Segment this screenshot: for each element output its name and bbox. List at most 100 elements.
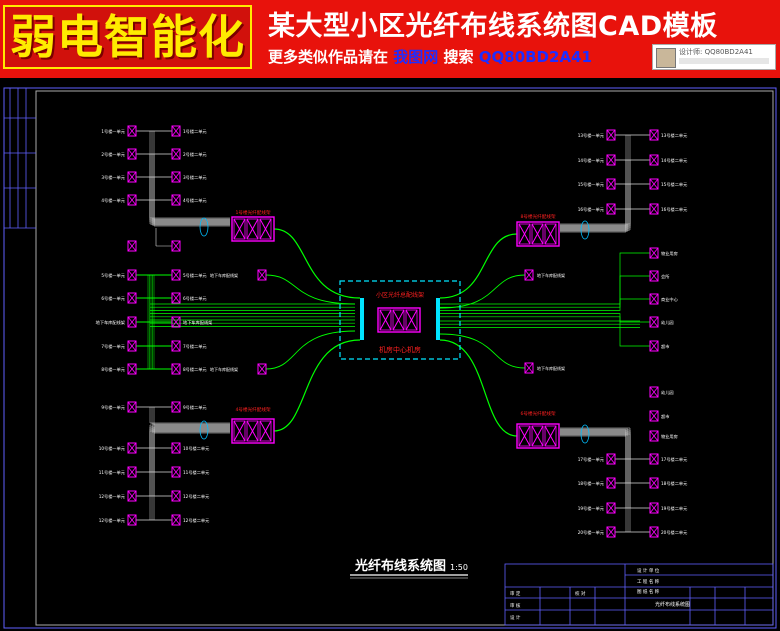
right-t-label-right-2: 15号楼二单元 <box>661 181 687 188</box>
inner-frame <box>35 90 774 626</box>
right-t-frame-cross-1 <box>531 223 544 245</box>
designer-card[interactable]: 设计师: QQ80BD2A41 <box>652 44 776 70</box>
right-mid-feeder-bot <box>524 362 534 374</box>
right-mid-feeder-top-line <box>439 274 526 309</box>
right-t-panel-0 <box>606 129 616 141</box>
left-m-label-right-0: 5号楼二单元 <box>183 272 207 279</box>
right-mid-feeder-top <box>524 269 534 281</box>
drawing-scale: 1:50 <box>450 563 468 572</box>
left-l-panel-1 <box>127 442 137 454</box>
left-l-panel-right-1-cross <box>171 442 181 454</box>
left-mid-feeder-panel-bot-cross <box>257 363 267 375</box>
left-l-uplink <box>273 339 361 432</box>
left-a-panel-0 <box>127 125 137 137</box>
left-m-label-2: 地下车库配线架 <box>96 319 125 326</box>
left-l-label-right-3: 12号楼二单元 <box>183 493 209 500</box>
right-t-panel-right-3 <box>649 203 659 215</box>
right-m-panel-3 <box>649 316 659 328</box>
right-l-label-2: 19号楼一单元 <box>578 505 604 512</box>
right-m-link-0 <box>440 252 650 305</box>
left-m-panel-right-2-cross <box>171 316 181 328</box>
left-m-label-right-2: 地下车库配线架 <box>183 319 212 326</box>
subtitle-site-link[interactable]: 我图网 <box>393 48 439 66</box>
designer-avatar <box>656 48 676 68</box>
left-mid-feeder-bot <box>265 330 356 370</box>
outer-frame <box>3 87 777 629</box>
right-t-frame-label: 8号楼光纤配线架 <box>520 213 555 220</box>
right-t-panel-right-0 <box>649 129 659 141</box>
right-mid-feeder-top-label: 地下车库配线架 <box>537 272 565 278</box>
left-m-label-right-4: 8号楼二单元 <box>183 366 207 373</box>
right-t-panel-right-1-cross <box>649 154 659 166</box>
binding-strip <box>4 88 36 229</box>
right-l-label-right-2: 19号楼二单元 <box>661 505 687 512</box>
right-l-frame-cross-0 <box>518 425 531 447</box>
left-m-panel-0 <box>127 269 137 281</box>
left-a-label-3: 4号楼一单元 <box>101 197 125 204</box>
right-m-label-3: 幼儿园 <box>661 319 674 326</box>
right-mid-feeder-top-cross <box>524 269 534 281</box>
right-l-panel-right-3-cross <box>649 526 659 538</box>
right-t-label-3: 16号楼一单元 <box>578 206 604 213</box>
left-a-panel-2-cross <box>127 171 137 183</box>
right-t-bundle-2-0 <box>560 184 631 229</box>
left-l-bundle-1-0 <box>149 424 230 448</box>
left-a-panel-3 <box>127 194 137 206</box>
left-a-frame-bay-2 <box>259 218 272 240</box>
left-l-panel-right-3-cross <box>171 490 181 502</box>
left-mid-feeder-bot-label: 地下车库配线架 <box>210 366 238 372</box>
left-m-label-4: 8号楼一单元 <box>101 366 125 373</box>
right-m-panel-2-cross <box>649 293 659 305</box>
right-t-bundle-1-1 <box>560 160 629 228</box>
left-l-frame-bay-0 <box>233 420 246 442</box>
left-a-uplink <box>273 228 361 299</box>
right-m-label-0: 物业用房 <box>661 250 678 257</box>
left-m-panel-right-2 <box>171 316 181 328</box>
right-l-panel-1 <box>606 477 616 489</box>
right-l-bundle-0-0 <box>560 427 631 459</box>
left-a-label-right-3: 4号楼二单元 <box>183 197 207 204</box>
center-top-label: 小区光纤总配线架 <box>376 291 424 299</box>
banner-subtitle: 更多类似作品请在 我图网 搜索 QQ80BD2A41 <box>268 46 592 67</box>
left-a-bundle-3-2 <box>153 200 230 227</box>
right-l-bundle-3-2 <box>560 435 627 532</box>
right-t-label-right-3: 16号楼二单元 <box>661 206 687 213</box>
left-l-bundle-0-0 <box>149 407 230 424</box>
right-mid-feeder-bot-cross <box>524 362 534 374</box>
left-m-panel-0-cross <box>127 269 137 281</box>
right-t-label-right-1: 14号楼二单元 <box>661 157 687 164</box>
right-m-panel-4-cross <box>649 340 659 352</box>
left-l-panel-right-0-cross <box>171 401 181 413</box>
title-block-label-2: 审 核 <box>510 602 521 609</box>
right-l-frame-bay-2 <box>544 425 557 447</box>
right-l-extra-3 <box>649 430 659 442</box>
left-l-frame-bay-2 <box>259 420 272 442</box>
header-banner: 弱电智能化 某大型小区光纤布线系统图CAD模板 更多类似作品请在 我图网 搜索 … <box>0 0 780 78</box>
left-a-frame-bay-0 <box>233 218 246 240</box>
center-main-frame-bay-2 <box>405 309 418 331</box>
center-main-frame-cross-1 <box>392 309 405 331</box>
left-l-bundle-tie <box>199 420 209 440</box>
right-m-panel-3-cross <box>649 316 659 328</box>
subtitle-search-code[interactable]: QQ80BD2A41 <box>478 48 592 66</box>
right-l-bundle-3-1 <box>560 434 629 532</box>
right-l-panel-right-1 <box>649 477 659 489</box>
right-t-panel-2-cross <box>606 178 616 190</box>
title-block <box>504 563 774 626</box>
right-t-panel-right-2 <box>649 178 659 190</box>
right-m-link-1 <box>440 275 650 308</box>
designer-id: 设计师: QQ80BD2A41 <box>679 48 753 56</box>
right-l-uplink <box>439 339 518 437</box>
right-t-panel-right-0-cross <box>649 129 659 141</box>
left-a-panel-1 <box>127 148 137 160</box>
left-l-bundle-4-2 <box>153 432 230 520</box>
right-l-label-1: 18号楼一单元 <box>578 480 604 487</box>
central-room-box <box>339 280 461 360</box>
left-mid-feeder-panel-top <box>257 269 267 281</box>
left-a-frame-cross-2 <box>259 218 272 240</box>
left-l-label-4: 12号楼一单元 <box>99 517 125 524</box>
right-l-panel-2 <box>606 502 616 514</box>
left-l-frame-cross-2 <box>259 420 272 442</box>
right-m-label-2: 商业中心 <box>661 296 679 303</box>
center-main-frame-bay-0 <box>379 309 392 331</box>
